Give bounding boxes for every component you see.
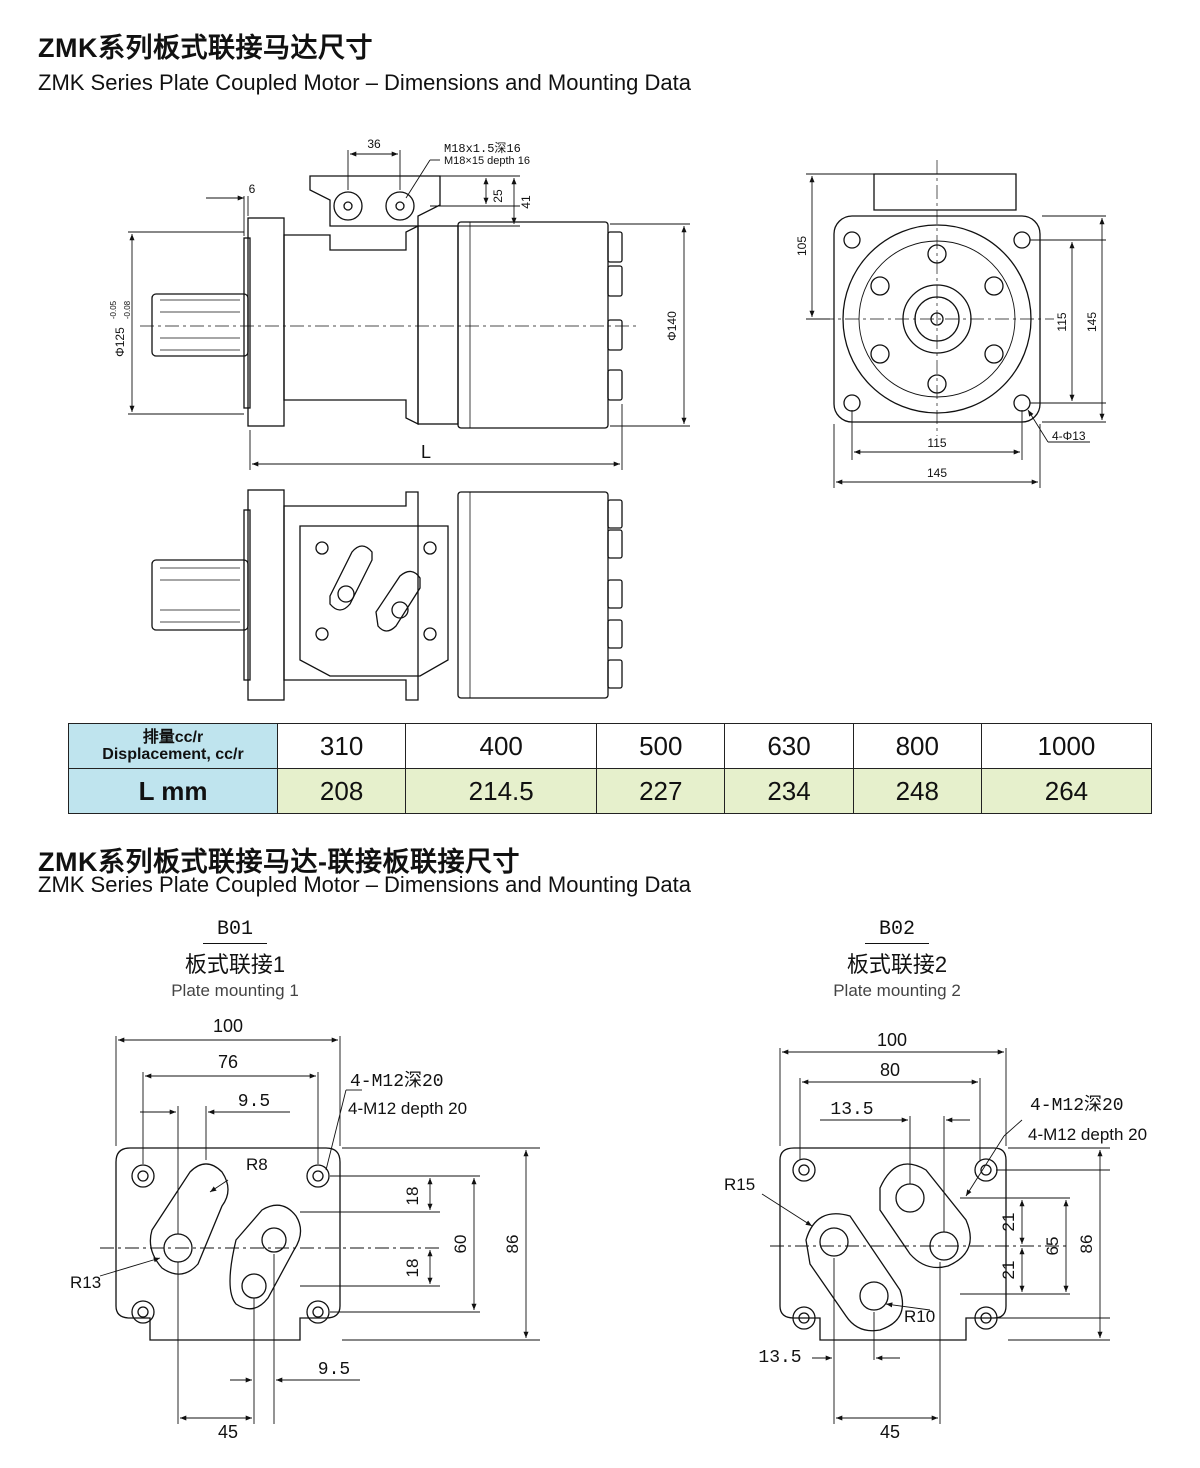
motor-side-view bbox=[140, 175, 640, 429]
b02-dim-80: 80 bbox=[880, 1060, 900, 1080]
length-header: L mm bbox=[68, 768, 278, 814]
page-title-cn: ZMK系列板式联接马达尺寸 bbox=[38, 33, 373, 63]
dim-145-horizontal: 145 bbox=[927, 466, 947, 480]
b02-r15: R15 bbox=[724, 1175, 755, 1194]
b01-r8: R8 bbox=[246, 1155, 268, 1174]
b02-r10: R10 bbox=[904, 1307, 935, 1326]
table-cell: 264 bbox=[980, 768, 1153, 814]
b02-dim-100: 100 bbox=[877, 1030, 907, 1050]
dim-115-vertical: 115 bbox=[1055, 312, 1069, 331]
table-cell: 234 bbox=[724, 768, 854, 814]
dim-6: 6 bbox=[249, 182, 256, 196]
section2-title-en: ZMK Series Plate Coupled Motor – Dimensi… bbox=[38, 872, 691, 897]
b01-dim-100: 100 bbox=[213, 1016, 243, 1036]
dim-145-vertical: 145 bbox=[1085, 312, 1099, 332]
displacement-length-table: 排量cc/r Displacement, cc/r 310 400 500 63… bbox=[68, 723, 1153, 814]
b01-dim-45: 45 bbox=[218, 1422, 238, 1442]
thread-label-en: M18×15 depth 16 bbox=[444, 155, 530, 167]
b02-dim-13-5-top: 13.5 bbox=[830, 1100, 873, 1120]
thread-label-cn: M18x1.5深16 bbox=[444, 141, 521, 156]
b01-thread-en: 4-M12 depth 20 bbox=[348, 1099, 467, 1118]
page-title-en: ZMK Series Plate Coupled Motor – Dimensi… bbox=[38, 70, 691, 95]
b02-dim-21-b: 21 bbox=[999, 1261, 1018, 1280]
motor-port-view bbox=[151, 489, 623, 701]
b01-dim-9-5-bottom: 9.5 bbox=[318, 1360, 350, 1380]
b01-thread-cn: 4-M12深20 bbox=[350, 1070, 444, 1092]
b01-dim-86: 86 bbox=[503, 1235, 522, 1254]
b01-dim-9-5-top: 9.5 bbox=[238, 1092, 270, 1112]
dim-41: 41 bbox=[519, 195, 533, 209]
b01-plate-drawing bbox=[115, 1147, 341, 1341]
b02-dim-13-5-bottom: 13.5 bbox=[758, 1348, 801, 1368]
dim-115-horizontal: 115 bbox=[927, 436, 946, 450]
b01-dim-18-b: 18 bbox=[403, 1259, 422, 1278]
b02-caption: B02 板式联接2 Plate mounting 2 bbox=[792, 918, 1002, 1001]
table-cell: 310 bbox=[276, 723, 407, 769]
b01-dim-76: 76 bbox=[218, 1052, 238, 1072]
table-cell: 500 bbox=[596, 723, 726, 769]
b02-plate-drawing bbox=[779, 1147, 1007, 1341]
dia-pilot-tol-lower: -0.08 bbox=[123, 300, 132, 319]
table-cell: 208 bbox=[276, 768, 407, 814]
b02-thread-cn: 4-M12深20 bbox=[1030, 1094, 1124, 1116]
table-row: 排量cc/r Displacement, cc/r 310 400 500 63… bbox=[68, 723, 1153, 769]
b02-name-en: Plate mounting 2 bbox=[833, 981, 961, 1000]
dia-pilot-tol-upper: -0.05 bbox=[109, 300, 118, 319]
b01-name-en: Plate mounting 1 bbox=[171, 981, 299, 1000]
section2-title-cn: ZMK系列板式联接马达-联接板联接尺寸 bbox=[38, 847, 520, 877]
b02-thread-en: 4-M12 depth 20 bbox=[1028, 1125, 1147, 1144]
dia-pilot: Φ125 bbox=[113, 327, 127, 357]
motor-front-view bbox=[820, 160, 1054, 436]
b01-name-cn: 板式联接1 bbox=[184, 952, 286, 977]
b02-dim-86: 86 bbox=[1077, 1235, 1096, 1254]
dim-25: 25 bbox=[491, 189, 505, 203]
table-cell: 227 bbox=[596, 768, 726, 814]
b02-code: B02 bbox=[864, 918, 929, 944]
displacement-header: 排量cc/r Displacement, cc/r bbox=[68, 723, 278, 769]
b02-dim-45: 45 bbox=[880, 1422, 900, 1442]
dim-36: 36 bbox=[367, 137, 381, 151]
length-label: L bbox=[421, 442, 431, 462]
b01-dim-18-a: 18 bbox=[403, 1187, 422, 1206]
holes-label: 4-Φ13 bbox=[1052, 429, 1086, 443]
b02-dim-65: 65 bbox=[1043, 1237, 1062, 1256]
dia-body: Φ140 bbox=[665, 311, 679, 341]
table-row: L mm 208 214.5 227 234 248 264 bbox=[68, 768, 1153, 814]
b02-name-cn: 板式联接2 bbox=[846, 952, 948, 977]
table-cell: 400 bbox=[405, 723, 598, 769]
table-cell: 1000 bbox=[980, 723, 1153, 769]
b01-code: B01 bbox=[202, 918, 267, 944]
b01-caption: B01 板式联接1 Plate mounting 1 bbox=[130, 918, 340, 1001]
dim-105: 105 bbox=[795, 236, 809, 256]
table-cell: 214.5 bbox=[405, 768, 598, 814]
displacement-header-cn: 排量cc/r bbox=[142, 729, 204, 746]
b01-dim-60: 60 bbox=[451, 1235, 470, 1254]
b02-dim-21-a: 21 bbox=[999, 1213, 1018, 1232]
table-cell: 630 bbox=[724, 723, 854, 769]
displacement-header-en: Displacement, cc/r bbox=[102, 746, 244, 763]
table-cell: 248 bbox=[852, 768, 982, 814]
b01-r13: R13 bbox=[70, 1273, 101, 1292]
table-cell: 800 bbox=[852, 723, 982, 769]
